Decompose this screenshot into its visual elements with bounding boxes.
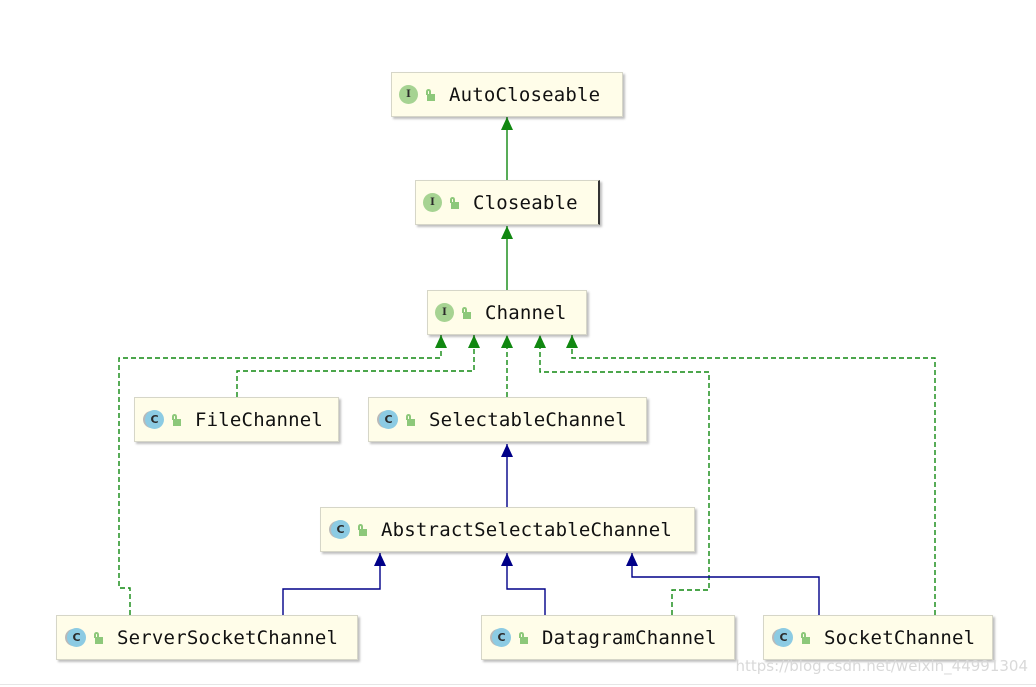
node-label: Closeable	[473, 191, 578, 214]
abstract-class-icon: C	[145, 410, 164, 429]
unlocked-icon	[93, 631, 103, 644]
arrowhead-abstractselectablechannel	[501, 553, 513, 566]
node-abstractselectablechannel[interactable]: C AbstractSelectableChannel	[320, 507, 695, 552]
edge-datagramchannel-to-abstractselectablechannel	[506, 553, 546, 615]
node-serversocketchannel[interactable]: C ServerSocketChannel	[56, 615, 358, 660]
node-datagramchannel[interactable]: C DatagramChannel	[481, 615, 735, 660]
node-socketchannel[interactable]: C SocketChannel	[763, 615, 993, 660]
abstract-class-icon: C	[492, 628, 511, 647]
unlocked-icon	[425, 88, 435, 101]
abstract-class-icon: C	[331, 520, 350, 539]
node-autocloseable[interactable]: I AutoCloseable	[391, 72, 623, 117]
unlocked-icon	[461, 306, 471, 319]
node-label: SelectableChannel	[429, 408, 627, 431]
abstract-class-icon: C	[774, 628, 793, 647]
arrowhead-channel	[566, 335, 578, 348]
node-label: Channel	[485, 301, 567, 324]
node-label: FileChannel	[195, 408, 324, 431]
edge-filechannel-to-channel	[236, 335, 475, 397]
unlocked-icon	[518, 631, 528, 644]
node-filechannel[interactable]: C FileChannel	[134, 397, 339, 442]
unlocked-icon	[449, 196, 459, 209]
node-closeable[interactable]: I Closeable	[415, 180, 600, 225]
abstract-class-icon: C	[379, 410, 398, 429]
edge-serversocketchannel-to-abstractselectablechannel	[282, 553, 381, 615]
unlocked-icon	[171, 413, 181, 426]
node-label: AbstractSelectableChannel	[381, 518, 672, 541]
arrowhead-channel	[501, 335, 513, 348]
arrowhead-selectablechannel	[501, 444, 513, 457]
node-label: ServerSocketChannel	[117, 626, 339, 649]
interface-icon: I	[399, 85, 418, 104]
node-channel[interactable]: I Channel	[427, 290, 587, 335]
edge-serversocketchannel-to-channel	[118, 335, 442, 615]
interface-icon: I	[423, 193, 442, 212]
edge-datagramchannel-to-channel	[539, 335, 710, 615]
node-selectablechannel[interactable]: C SelectableChannel	[368, 397, 647, 442]
unlocked-icon	[800, 631, 810, 644]
arrowhead-autocloseable	[501, 117, 513, 130]
node-label: AutoCloseable	[449, 83, 601, 106]
arrowhead-channel	[468, 335, 480, 348]
arrowhead-channel	[534, 335, 546, 348]
unlocked-icon	[405, 413, 415, 426]
arrowhead-abstractselectablechannel	[626, 553, 638, 566]
divider	[0, 684, 1036, 685]
arrowhead-abstractselectablechannel	[374, 553, 386, 566]
arrowhead-closeable	[501, 226, 513, 239]
edge-socketchannel-to-abstractselectablechannel	[631, 553, 820, 615]
node-label: SocketChannel	[824, 626, 976, 649]
watermark: https://blog.csdn.net/weixin_44991304	[735, 657, 1028, 675]
node-label: DatagramChannel	[542, 626, 717, 649]
unlocked-icon	[357, 523, 367, 536]
arrowhead-channel	[435, 335, 447, 348]
abstract-class-icon: C	[67, 628, 86, 647]
edge-socketchannel-to-channel	[571, 335, 936, 615]
interface-icon: I	[435, 303, 454, 322]
